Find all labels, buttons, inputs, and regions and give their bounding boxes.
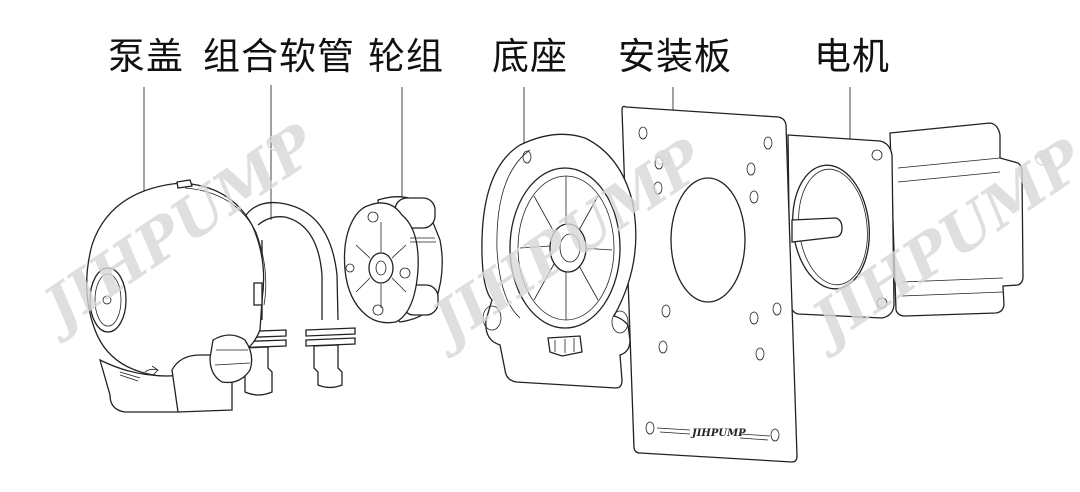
label-mounting-plate: 安装板 xyxy=(618,35,732,78)
roller-assembly-drawing xyxy=(343,196,443,324)
label-tubing-assembly: 组合软管 xyxy=(203,35,355,78)
label-pump-cover: 泵盖 xyxy=(108,35,184,78)
label-roller-assembly: 轮组 xyxy=(368,35,444,78)
mounting-plate-drawing: JIHPUMP xyxy=(621,105,798,463)
pump-cover-drawing xyxy=(86,179,267,413)
motor-drawing xyxy=(787,122,1024,319)
label-base: 底座 xyxy=(492,35,568,78)
label-motor: 电机 xyxy=(814,35,890,78)
plate-logo: JIHPUMP xyxy=(656,427,771,441)
base-drawing xyxy=(481,133,637,389)
plate-logo-text: JIHPUMP xyxy=(690,428,746,439)
